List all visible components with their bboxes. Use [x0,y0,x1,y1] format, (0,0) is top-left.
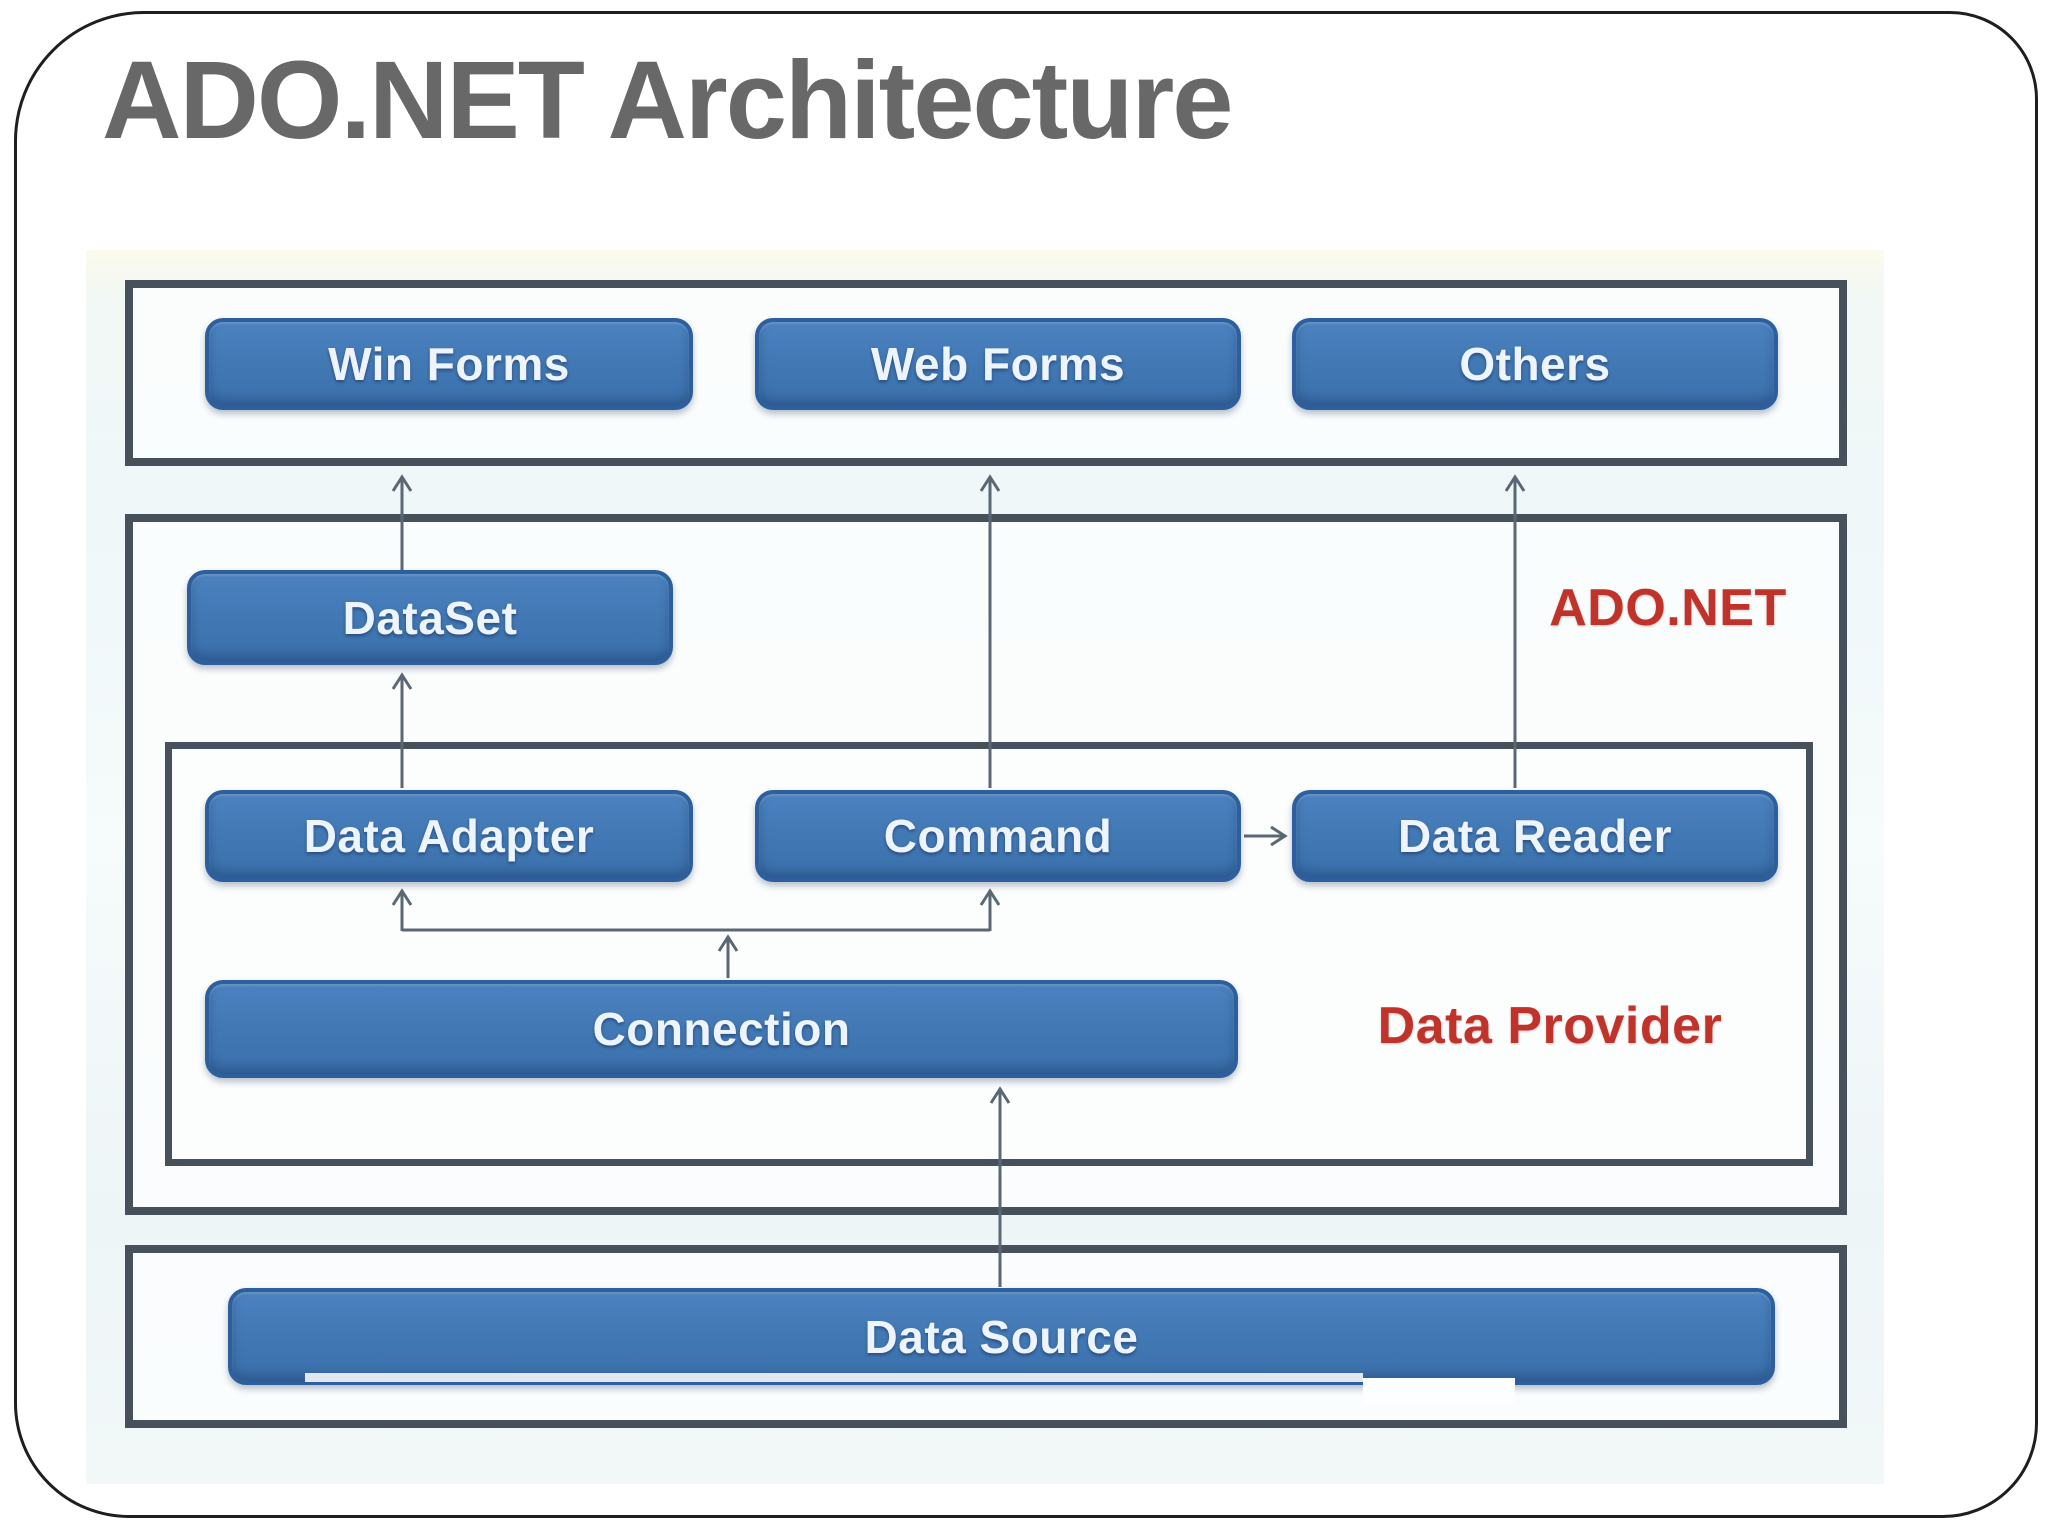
box-win-forms-label: Win Forms [328,338,570,390]
box-others: Others [1292,318,1778,410]
box-connection: Connection [205,980,1238,1078]
box-connection-label: Connection [592,1003,851,1055]
box-data-adapter: Data Adapter [205,790,693,882]
box-data-source-label: Data Source [864,1310,1139,1363]
box-command: Command [755,790,1241,882]
box-dataset-label: DataSet [342,591,518,644]
label-adonet: ADO.NET [1549,579,1787,637]
box-web-forms-label: Web Forms [870,338,1126,390]
box-data-adapter-label: Data Adapter [303,810,595,862]
page-title: ADO.NET Architecture [102,39,1233,162]
label-data-provider: Data Provider [1377,997,1723,1055]
box-others-label: Others [1459,338,1611,390]
box-command-label: Command [883,810,1113,862]
box-data-source: Data Source [228,1288,1775,1385]
box-win-forms: Win Forms [205,318,693,410]
box-dataset: DataSet [187,570,673,665]
box-data-reader-label: Data Reader [1398,810,1672,862]
box-data-reader: Data Reader [1292,790,1778,882]
box-web-forms: Web Forms [755,318,1241,410]
